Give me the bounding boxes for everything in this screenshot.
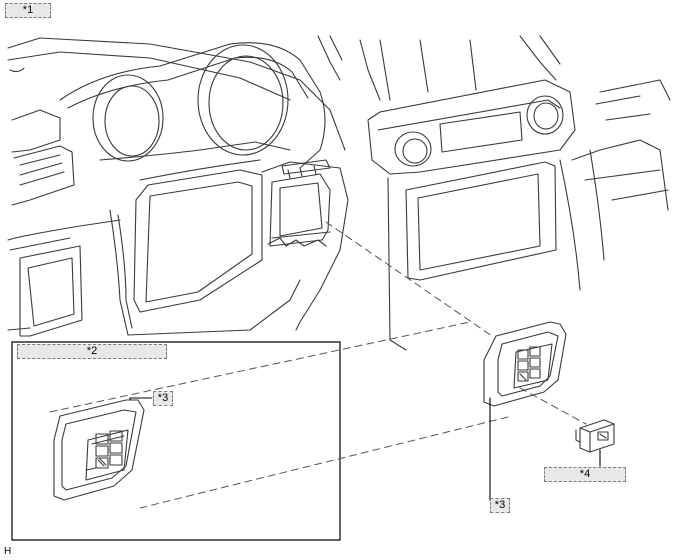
switch-bezel-inset [53,397,153,501]
callout-3-inset: *3 [153,391,173,406]
switch-bezel-main [483,321,567,501]
inset-frame [11,341,341,541]
callout-3-main: *3 [490,498,510,513]
dashboard-outline [7,35,671,351]
leader-lines [49,221,587,509]
callout-1: *1 [5,3,51,18]
figure-code: H [4,546,12,557]
callout-2: *2 [17,344,167,359]
callout-4: *4 [544,467,626,482]
small-switch [575,419,615,467]
